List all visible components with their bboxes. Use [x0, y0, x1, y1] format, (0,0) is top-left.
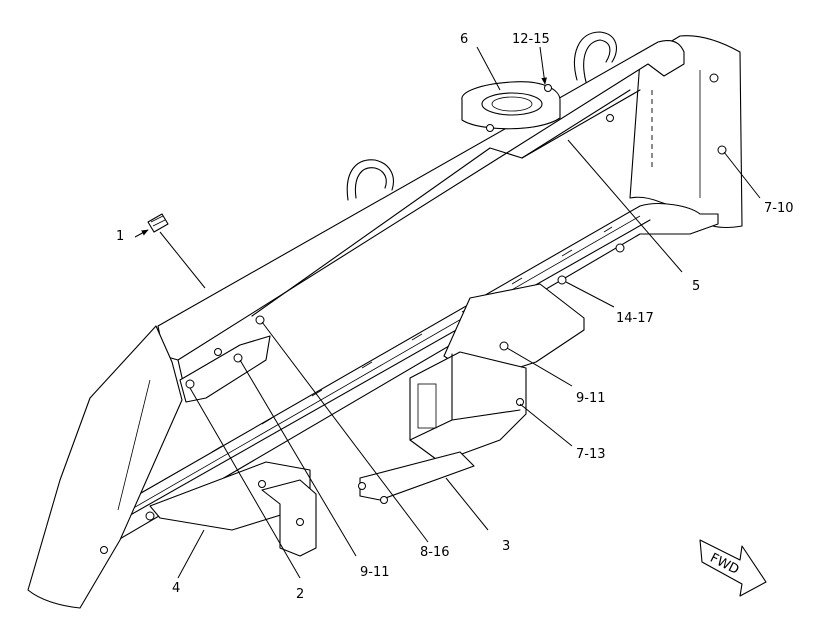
callout-14-17: 14-17 — [616, 311, 654, 326]
mid-handle — [346, 159, 394, 201]
callout-6: 6 — [460, 32, 468, 47]
box-bracket — [359, 351, 527, 501]
bracket-plate — [179, 335, 271, 403]
bolts — [100, 73, 727, 554]
lower-bracket — [261, 479, 317, 557]
callout-labels: 1 2 3 4 5 6 7-10 7-13 8-16 9-11 9-11 12-… — [116, 32, 794, 602]
callout-3: 3 — [502, 539, 510, 554]
loose-fastener-part-1 — [147, 213, 169, 233]
top-cover-beam — [157, 39, 685, 361]
end-plate-left — [27, 325, 183, 609]
callout-12-15: 12-15 — [512, 32, 550, 47]
leader-lines — [134, 46, 761, 579]
rear-handle — [573, 31, 618, 83]
end-plate-right — [629, 35, 743, 229]
callout-8-16: 8-16 — [420, 545, 450, 560]
callout-2: 2 — [296, 587, 304, 602]
callout-9-11-left: 9-11 — [360, 565, 390, 580]
canister — [461, 81, 561, 130]
callout-7-13: 7-13 — [576, 447, 606, 462]
callout-5: 5 — [692, 279, 700, 294]
forward-direction-arrow: FWD — [699, 539, 767, 597]
callout-4: 4 — [172, 581, 180, 596]
callout-9-11-right: 9-11 — [576, 391, 606, 406]
frame-rail — [107, 203, 719, 541]
callout-7-10: 7-10 — [764, 201, 794, 216]
callout-1: 1 — [116, 229, 124, 244]
